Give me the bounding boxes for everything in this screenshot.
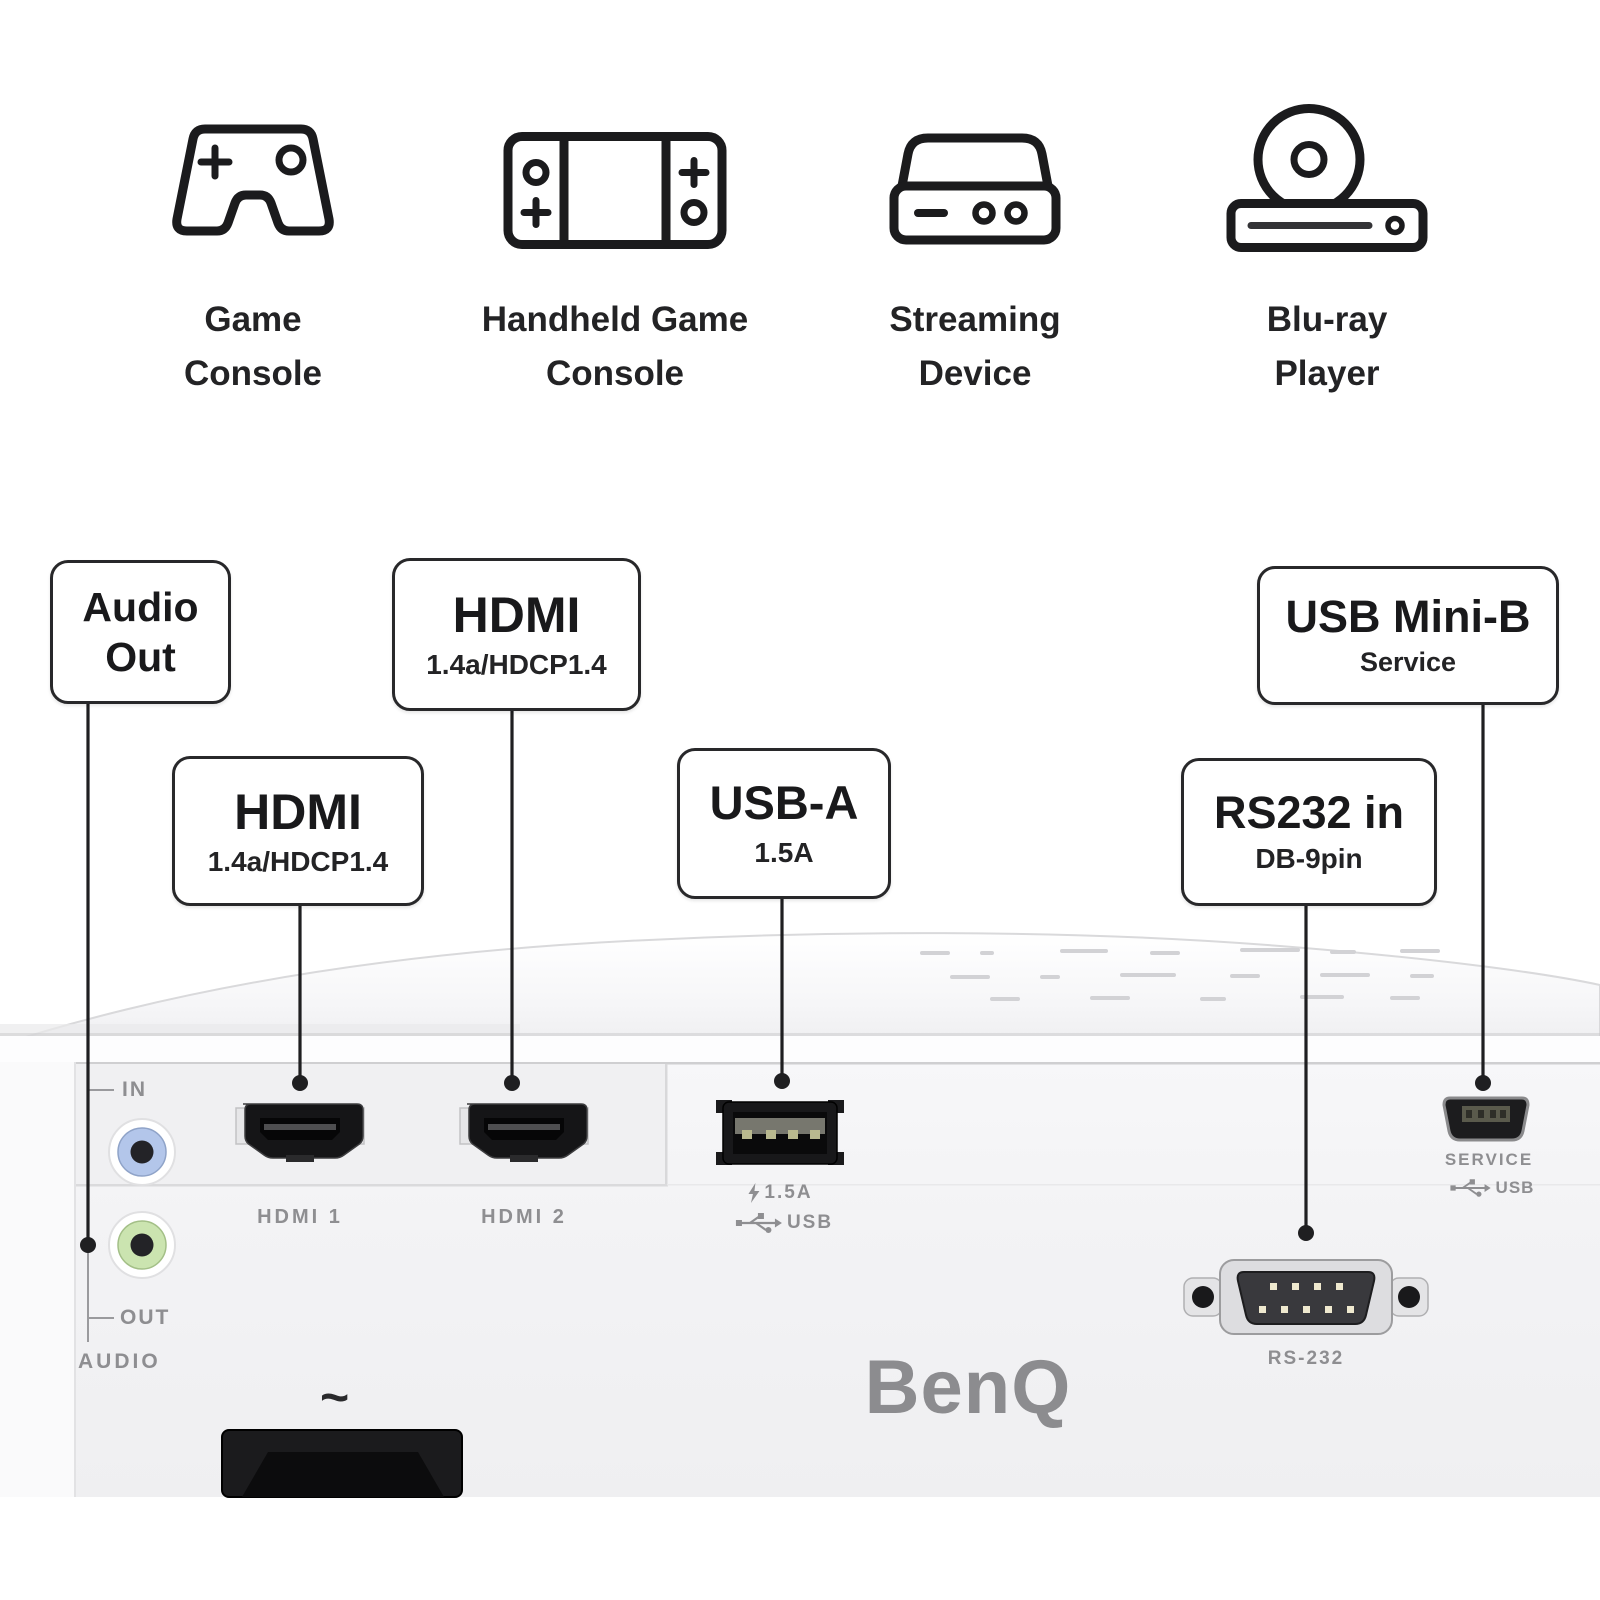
panel-audio-label: AUDIO <box>78 1350 161 1373</box>
callout-usb-a: USB-A 1.5A <box>677 748 891 899</box>
usb-a-port <box>716 1100 844 1165</box>
audio-bracket-lines <box>87 1089 114 1342</box>
callout-audio-out: Audio Out <box>50 560 231 704</box>
leader-dots <box>80 1073 1491 1253</box>
device-label: Blu-ray Player <box>1147 293 1507 401</box>
game-console-icon <box>73 95 433 255</box>
panel-service-usb-label: USB <box>1450 1178 1535 1198</box>
device-label: Handheld Game Console <box>435 293 795 401</box>
callout-hdmi-top-title: HDMI <box>452 587 581 643</box>
device-label-line1: Handheld Game <box>481 300 749 339</box>
callout-hdmi-top-subtitle: 1.4a/HDCP1.4 <box>426 649 607 680</box>
callout-usb-a-subtitle: 1.5A <box>754 836 814 868</box>
callout-rs232-subtitle: DB-9pin <box>1255 843 1363 875</box>
device-label-line2: Console <box>545 354 685 393</box>
panel-audio-out-label: OUT <box>120 1306 171 1329</box>
top-vent-marks <box>920 948 1440 1001</box>
device-streaming-device: Streaming Device <box>795 95 1155 401</box>
handheld-game-console-icon <box>435 95 795 255</box>
callout-audio-out-line1: Audio <box>82 583 199 630</box>
device-handheld-game-console: Handheld Game Console <box>435 95 795 401</box>
audio-in-jack <box>108 1118 176 1186</box>
callout-hdmi-left-subtitle: 1.4a/HDCP1.4 <box>207 845 389 877</box>
panel-service-label: SERVICE <box>1444 1150 1534 1169</box>
ac-power-inlet <box>221 1429 463 1498</box>
hdmi1-port <box>235 1103 365 1162</box>
usb-trident-icon <box>735 1213 782 1233</box>
streaming-device-icon <box>795 95 1155 255</box>
hdmi2-port <box>459 1103 589 1162</box>
usb-mini-b-port <box>1442 1096 1530 1142</box>
device-label: Game Console <box>73 293 433 401</box>
callout-rs232-title: RS232 in <box>1213 786 1405 838</box>
panel-hdmi1-label: HDMI 1 <box>257 1206 343 1228</box>
device-label-line2: Player <box>1274 354 1380 393</box>
rs232-port <box>1183 1259 1429 1335</box>
callout-usb-mini-b-title: USB Mini-B <box>1285 590 1531 642</box>
lightning-bolt-icon <box>748 1183 760 1203</box>
audio-out-jack <box>108 1211 176 1279</box>
device-label: Streaming Device <box>795 293 1155 401</box>
device-label-line2: Console <box>183 354 323 393</box>
leader-lines <box>86 698 1485 1243</box>
projector-top-dome <box>0 932 1600 1063</box>
device-label-line2: Device <box>918 354 1032 393</box>
device-label-line1: Blu-ray <box>1266 300 1388 339</box>
callout-audio-out-line2: Out <box>105 634 176 680</box>
usb-trident-icon <box>1450 1179 1491 1197</box>
callout-rs232: RS232 in DB-9pin <box>1181 758 1437 906</box>
device-label-line1: Game <box>204 300 302 339</box>
device-blu-ray-player: Blu-ray Player <box>1147 95 1507 401</box>
blu-ray-player-icon <box>1147 95 1507 255</box>
callout-hdmi-left: HDMI 1.4a/HDCP1.4 <box>172 756 424 906</box>
callout-usb-mini-b: USB Mini-B Service <box>1257 566 1559 705</box>
panel-usb-power-label: 1.5A <box>747 1182 812 1204</box>
callout-hdmi-top: HDMI 1.4a/HDCP1.4 <box>392 558 641 711</box>
panel-power-tilde: ~ <box>320 1369 350 1425</box>
benq-logo: BenQ <box>864 1345 1072 1430</box>
callout-usb-mini-b-subtitle: Service <box>1359 647 1457 678</box>
device-game-console: Game Console <box>73 95 433 401</box>
panel-usb-label: USB <box>735 1212 833 1234</box>
device-label-line1: Streaming <box>889 300 1061 339</box>
callout-hdmi-left-title: HDMI <box>234 783 362 840</box>
panel-hdmi2-label: HDMI 2 <box>481 1206 567 1228</box>
callout-usb-a-title: USB-A <box>709 776 859 830</box>
panel-rs232-label: RS-232 <box>1267 1348 1345 1369</box>
panel-audio-in-label: IN <box>122 1078 147 1101</box>
